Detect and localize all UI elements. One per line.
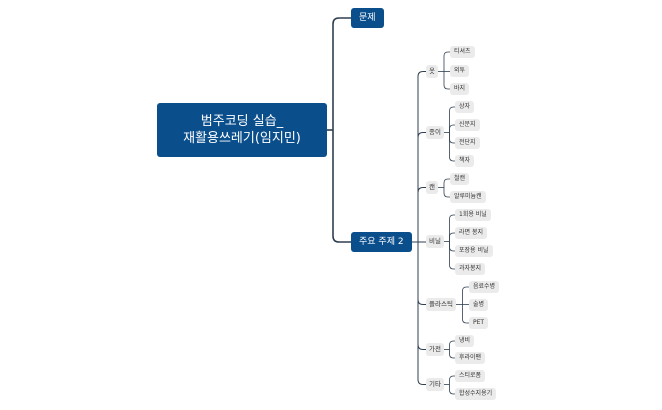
leaf-item[interactable]: 티셔츠 <box>450 46 475 58</box>
category-paper[interactable]: 종이 <box>426 126 444 139</box>
leaf-label: 전단지 <box>459 139 476 146</box>
leaf-item[interactable]: 알루미늄캔 <box>450 191 486 203</box>
category-vinyl[interactable]: 비닐 <box>426 235 444 248</box>
category-clothes[interactable]: 옷 <box>426 65 438 78</box>
connector-line <box>462 304 469 324</box>
topic-problem[interactable]: 문제 <box>351 8 384 28</box>
leaf-item[interactable]: 과자봉지 <box>455 263 486 275</box>
connector-line <box>449 241 455 270</box>
leaf-label: 음료수병 <box>473 283 496 290</box>
root-topic[interactable]: 범주코딩 실습_ 재활용쓰레기(임지민) <box>157 103 327 157</box>
leaf-label: 후라이팬 <box>459 354 482 361</box>
leaf-item[interactable]: 상자 <box>455 101 475 113</box>
connector-line <box>417 132 426 242</box>
leaf-item[interactable]: 전단지 <box>455 137 480 149</box>
connector-line <box>417 187 426 242</box>
connector-line <box>449 214 455 242</box>
connector-line <box>449 349 455 359</box>
leaf-label: 포장용 비닐 <box>459 247 489 254</box>
leaf-item[interactable]: 철캔 <box>450 173 470 185</box>
connector-line <box>417 242 426 305</box>
leaf-label: 냉비 <box>459 337 471 344</box>
leaf-item[interactable]: 냉비 <box>455 335 475 347</box>
connector-line <box>449 375 455 385</box>
leaf-item[interactable]: 외투 <box>450 65 470 77</box>
leaf-label: 티셔츠 <box>454 48 471 55</box>
category-etc[interactable]: 기타 <box>426 378 444 391</box>
connector-line <box>417 242 426 385</box>
leaf-item[interactable]: 술병 <box>469 299 489 311</box>
category-label: 기타 <box>429 380 441 388</box>
leaf-item[interactable]: 1회용 비닐 <box>455 209 491 221</box>
leaf-label: 상자 <box>459 103 471 110</box>
leaf-item[interactable]: PET <box>469 317 489 329</box>
category-label: 가전 <box>429 345 441 353</box>
leaf-label: PET <box>473 319 485 326</box>
connector-line <box>332 17 351 130</box>
leaf-item[interactable]: 음료수병 <box>469 281 500 293</box>
connector-line <box>449 232 455 242</box>
connector-line <box>417 242 426 350</box>
leaf-label: 합성수지용기 <box>459 390 493 397</box>
connector-line <box>443 187 450 198</box>
category-can[interactable]: 캔 <box>426 181 438 194</box>
leaf-item[interactable]: 신문지 <box>455 119 480 131</box>
category-label: 캔 <box>429 183 435 191</box>
leaf-label: 외투 <box>454 67 466 74</box>
topic-problem-text: 문제 <box>359 13 376 23</box>
category-label: 옷 <box>429 67 435 75</box>
root-topic-line-2: 재활용쓰레기(임지민) <box>183 131 301 146</box>
connector-line <box>443 178 450 188</box>
leaf-item[interactable]: 합성수지용기 <box>455 388 497 400</box>
leaf-label: 바지 <box>454 85 466 92</box>
leaf-label: 신문지 <box>459 121 476 128</box>
leaf-label: 책자 <box>459 157 471 164</box>
connector-line <box>449 106 455 133</box>
connector-line <box>443 51 450 72</box>
category-plastic[interactable]: 플라스틱 <box>426 298 456 311</box>
connector-line <box>443 71 450 90</box>
connector-line <box>449 132 455 162</box>
connector-line <box>449 124 455 133</box>
topic-main-2-label: 주요 주제 2 <box>359 237 404 247</box>
connector-line <box>449 340 455 350</box>
leaf-item[interactable]: 바지 <box>450 83 470 95</box>
leaf-label: 1회용 비닐 <box>459 211 487 218</box>
leaf-label: 스티로폼 <box>459 372 482 379</box>
category-label: 종이 <box>429 128 441 136</box>
category-appliance[interactable]: 가전 <box>426 343 444 356</box>
connector-line <box>332 130 351 243</box>
leaf-label: 술병 <box>473 301 485 308</box>
leaf-label: 알루미늄캔 <box>454 193 482 200</box>
leaf-item[interactable]: 포장용 비닐 <box>455 245 493 257</box>
leaf-item[interactable]: 라면 봉지 <box>455 227 487 239</box>
leaf-item[interactable]: 후라이팬 <box>455 352 486 364</box>
leaf-item[interactable]: 책자 <box>455 155 475 167</box>
connector-line <box>462 286 469 305</box>
leaf-label: 라면 봉지 <box>459 229 483 236</box>
root-topic-line-1: 범주코딩 실습_ <box>200 114 284 129</box>
leaf-label: 철캔 <box>454 175 466 182</box>
leaf-item[interactable]: 스티로폼 <box>455 370 486 382</box>
category-label: 비닐 <box>429 237 441 245</box>
category-label: 플라스틱 <box>429 300 453 308</box>
connector-line <box>449 384 455 395</box>
topic-main-2[interactable]: 주요 주제 2 <box>351 232 412 252</box>
leaf-label: 과자봉지 <box>459 265 482 272</box>
connector-line <box>417 71 426 242</box>
